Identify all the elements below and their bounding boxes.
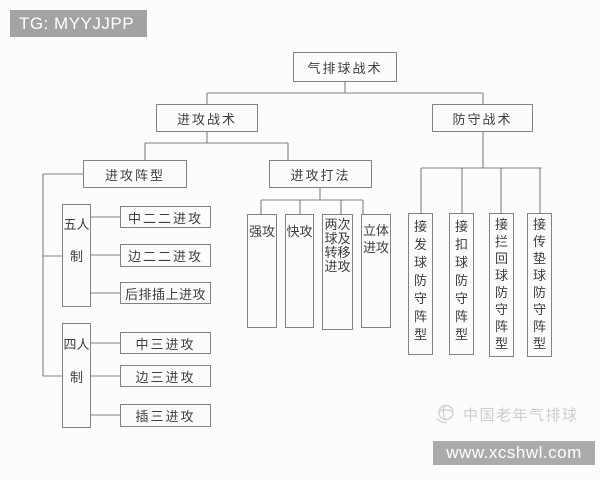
node-attack-play: 进攻打法	[269, 160, 372, 188]
node-insert-3-attack: 插三进攻	[120, 404, 211, 427]
node-mid-2-2-attack: 中二二进攻	[120, 206, 211, 228]
node-receive-pass-defense: 接传垫球防守阵型	[527, 213, 552, 357]
node-four-person-system: 四人制	[62, 323, 91, 428]
node-quick-attack: 快攻	[285, 214, 314, 328]
node-strong-attack: 强攻	[247, 214, 277, 328]
node-receive-block-defense: 接拦回球防守阵型	[489, 213, 514, 357]
node-back-row-insert-attack: 后排插上进攻	[120, 282, 211, 304]
node-side-2-2-attack: 边二二进攻	[120, 244, 211, 267]
node-five-person-system: 五人制	[62, 204, 91, 307]
site-watermark-bar: www.xcshwl.com	[433, 441, 595, 465]
node-defense-tactics: 防守战术	[432, 104, 533, 132]
node-attack-tactics: 进攻战术	[156, 104, 258, 132]
node-receive-spike-defense: 接扣球防守阵型	[449, 213, 474, 355]
node-receive-serve-defense: 接发球防守阵型	[408, 213, 433, 355]
connector-path	[42, 82, 542, 416]
logo-watermark: 中国老年气排球	[434, 401, 579, 427]
node-two-ball-transfer-attack: 两次球及转移进攻	[322, 214, 353, 330]
node-mid-3-attack: 中三进攻	[120, 332, 211, 354]
node-root: 气排球战术	[293, 52, 397, 82]
volleyball-logo-icon	[436, 404, 454, 424]
node-attack-formation: 进攻阵型	[83, 160, 187, 188]
tg-watermark-badge: TG: MYYJJPP	[10, 10, 147, 37]
node-side-3-attack: 边三进攻	[120, 365, 211, 387]
node-stereo-attack: 立体进攻	[361, 214, 391, 328]
logo-text: 中国老年气排球	[463, 405, 579, 424]
